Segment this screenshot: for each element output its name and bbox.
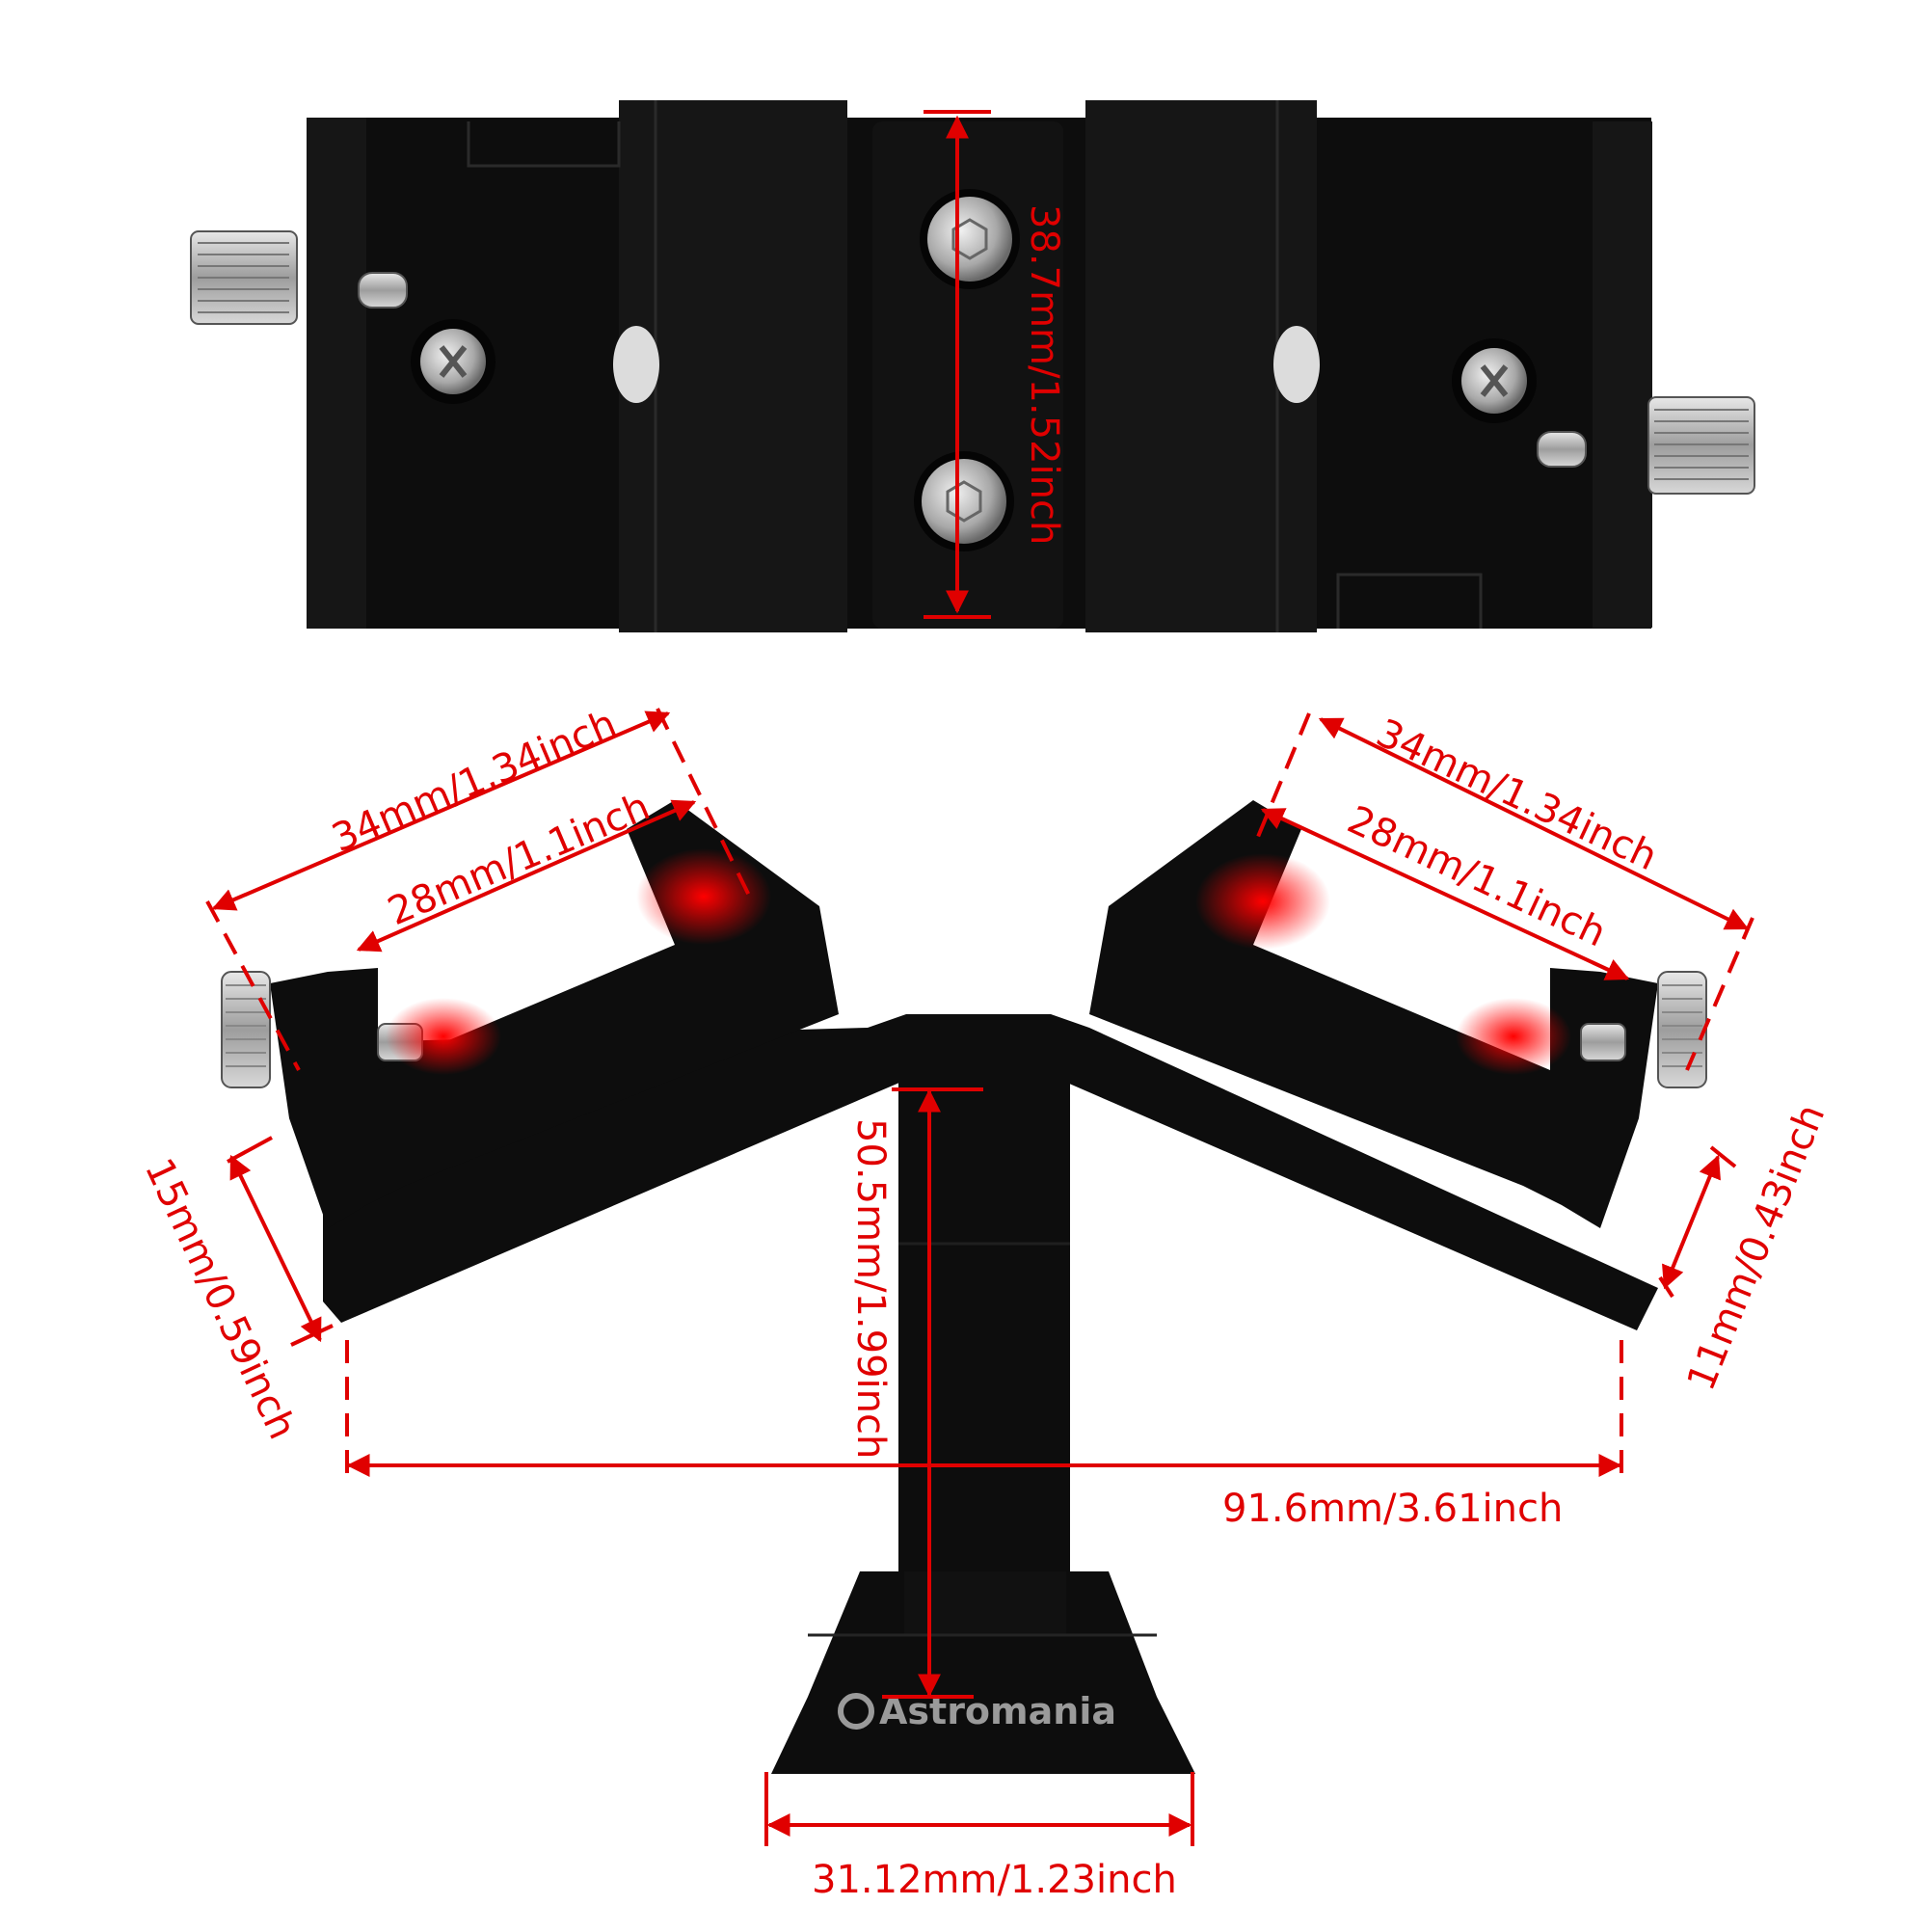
- astromania-logo: Astromania: [838, 1690, 1116, 1732]
- set-screw-right: [1580, 1023, 1626, 1061]
- overall-span-label: 91.6mm/3.61inch: [1222, 1487, 1563, 1531]
- bottom-view-bracket: Astromania: [221, 800, 1707, 1774]
- dimension-top-height: 38.7mm/1.52inch: [924, 110, 1066, 619]
- left-depth-label: 15mm/0.59inch: [136, 1152, 305, 1446]
- base-width-label: 31.12mm/1.23inch: [812, 1858, 1177, 1902]
- dimension-left-depth: 15mm/0.59inch: [136, 1136, 334, 1446]
- dimension-right-depth: 11mm/0.43inch: [1658, 1098, 1834, 1397]
- post-height-label: 50.5mm/1.99inch: [848, 1118, 893, 1459]
- set-screw-right: [1537, 431, 1587, 468]
- knurled-knob-right: [1657, 971, 1707, 1088]
- phillips-screw-right: [1452, 338, 1537, 423]
- right-depth-label: 11mm/0.43inch: [1679, 1098, 1834, 1396]
- top-height-label: 38.7mm/1.52inch: [1022, 204, 1066, 545]
- set-screw-left: [358, 272, 408, 309]
- hex-screw-bottom: [914, 451, 1014, 551]
- knurled-knob-left: [221, 971, 271, 1088]
- dimension-overall-span: 91.6mm/3.61inch: [345, 1340, 1623, 1531]
- phillips-screw-left: [411, 319, 495, 404]
- hex-screw-top: [920, 189, 1020, 289]
- dimension-base-width: 31.12mm/1.23inch: [764, 1772, 1194, 1902]
- top-view-bracket: [190, 100, 1755, 632]
- dimension-post-height: 50.5mm/1.99inch: [848, 1087, 983, 1699]
